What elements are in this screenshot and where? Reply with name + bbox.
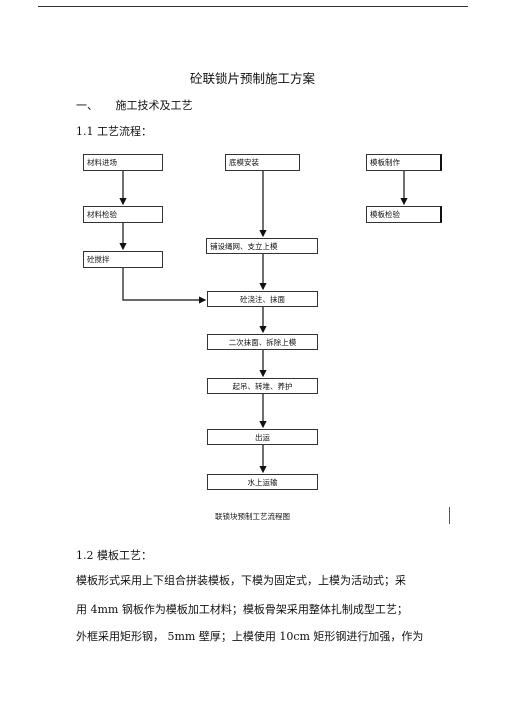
flow-box-shipment: 出运 xyxy=(207,429,318,445)
section-1-2-heading: 1.2 模板工艺： xyxy=(76,549,152,562)
flow-box-pour-and-finish: 砼浇注、抹面 xyxy=(207,291,318,307)
flow-box-lift-stack-cure: 起吊、转堆、养护 xyxy=(207,378,318,394)
flow-box-material-arrival: 材料进场 xyxy=(83,154,163,171)
flow-box-mesh-and-top-form: 铺设绳网、支立上模 xyxy=(206,238,318,254)
flowchart-caption: 联锁块预制工艺流程图 xyxy=(215,512,290,521)
paragraph-line: 用 4mm 钢板作为模板加工材料；模板骨架采用整体扎制成型工艺； xyxy=(76,603,408,616)
flow-box-water-transport: 水上运输 xyxy=(207,474,318,490)
header-rule xyxy=(38,6,468,7)
section-1-1-heading: 1.1 工艺流程： xyxy=(76,125,152,138)
section-1-title: 施工技术及工艺 xyxy=(115,99,193,112)
document-title: 砼联锁片预制施工方案 xyxy=(189,71,315,86)
section-1-heading: 一、 施工技术及工艺 xyxy=(76,97,193,113)
flow-box-formwork-fabrication: 模板制作 xyxy=(366,154,442,171)
flow-box-second-finish: 二次抹面、拆除上模 xyxy=(207,334,318,350)
flow-box-bottom-form-install: 底模安装 xyxy=(225,154,300,171)
paragraph-line: 外框采用矩形钢， 5mm 壁厚；上模使用 10cm 矩形钢进行加强，作为 xyxy=(76,630,424,643)
arrow-mixing-to-pouring xyxy=(122,268,207,304)
flow-box-material-inspection: 材料检验 xyxy=(83,206,163,223)
section-1-number: 一、 xyxy=(76,99,98,112)
paragraph-line: 模板形式采用上下组合拼装模板，下模为固定式，上模为活动式；采 xyxy=(76,574,406,587)
flow-box-formwork-inspection: 模板检验 xyxy=(366,206,442,223)
margin-bar xyxy=(449,507,450,524)
flow-box-concrete-mixing: 砼搅拌 xyxy=(83,251,163,268)
